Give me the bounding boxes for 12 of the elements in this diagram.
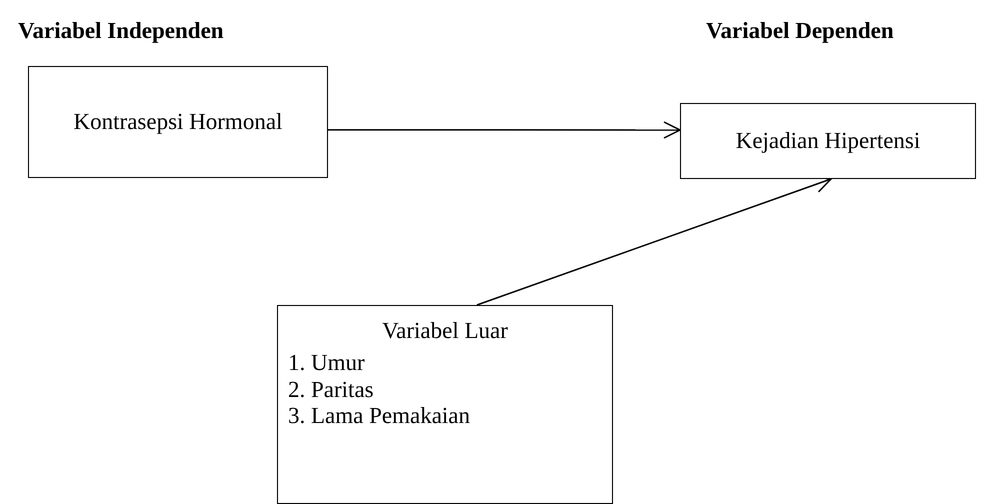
box-text: Variabel Luar (381, 318, 509, 344)
heading: Variabel Dependen (706, 18, 894, 44)
variable-box (680, 103, 976, 179)
list-item: 1. Umur (287, 350, 366, 377)
variable-box (28, 66, 328, 178)
heading: Variabel Independen (18, 18, 224, 44)
list-item: 2. Paritas (287, 376, 375, 404)
list-item: 3. Lama Pemakaian (287, 403, 472, 430)
arrow (328, 121, 681, 139)
box-text: Kontrasepsi Hormonal (72, 108, 284, 136)
variable-box (277, 305, 613, 504)
box-text: Kejadian Hipertensi (734, 128, 922, 154)
